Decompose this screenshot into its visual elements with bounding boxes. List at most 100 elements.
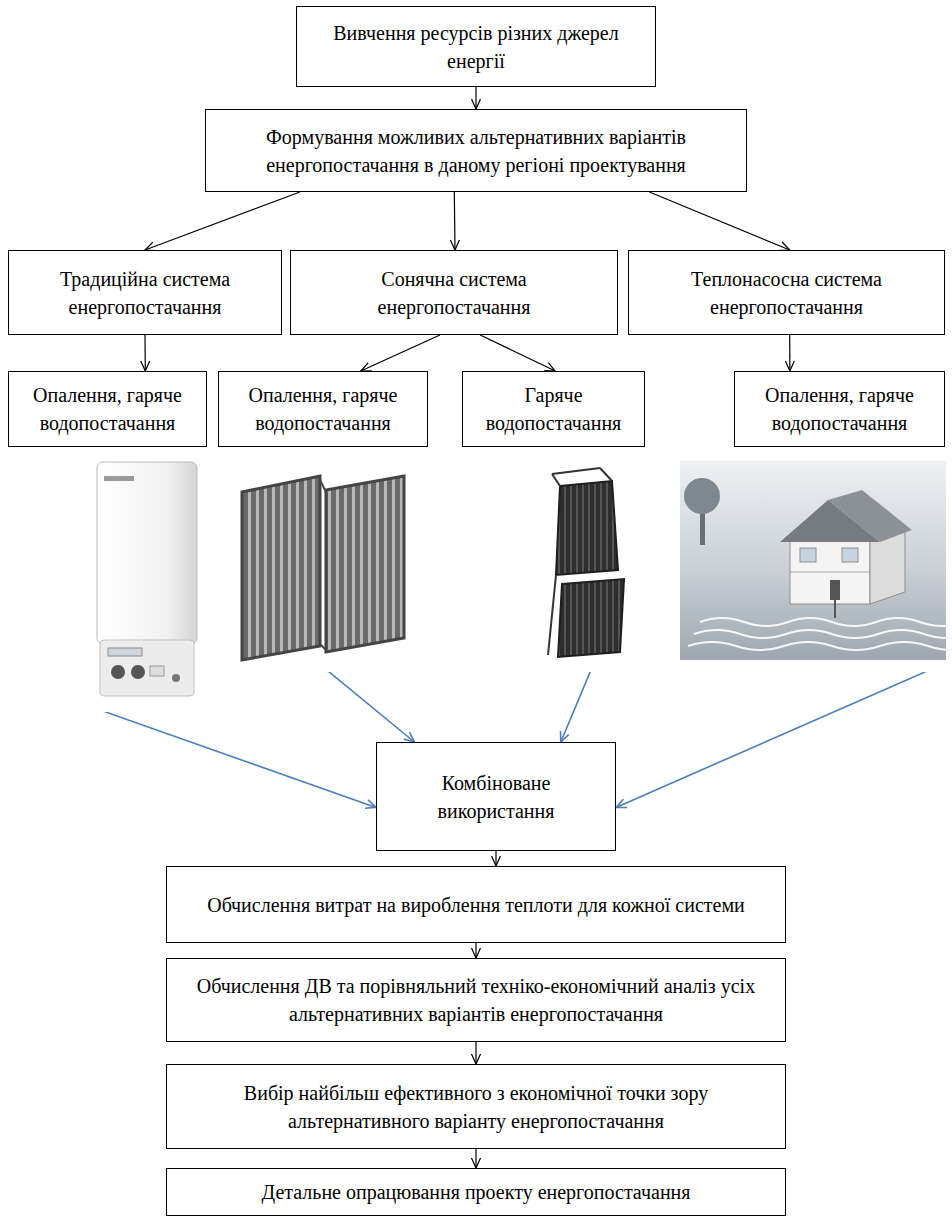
arrow-head bbox=[616, 799, 627, 807]
box-text-holder: Обчислення ДВ та порівняльний техніко-ек… bbox=[179, 972, 773, 1028]
box-text: Опалення, гаряче водопостачання bbox=[21, 381, 194, 437]
arrow-head bbox=[561, 731, 569, 742]
illustration-part bbox=[320, 644, 326, 650]
connector-arrow bbox=[141, 335, 150, 371]
process-box: Опалення, гаряче водопостачання bbox=[218, 371, 428, 447]
box-text-holder: Опалення, гаряче водопостачання bbox=[231, 381, 415, 437]
connector-line bbox=[454, 192, 456, 250]
arrow-head bbox=[365, 800, 376, 809]
box-text: Опалення, гаряче водопостачання bbox=[747, 381, 932, 437]
heat-pump-picture bbox=[680, 461, 952, 660]
process-box: Обчислення ДВ та порівняльний техніко-ек… bbox=[166, 958, 786, 1042]
illustration-part bbox=[100, 640, 194, 696]
box-text: Теплонасосна система енергопостачання bbox=[641, 265, 932, 321]
arrow-head bbox=[141, 361, 150, 371]
connector-arrow bbox=[649, 192, 789, 250]
illustration-part bbox=[600, 468, 612, 481]
arrow-head bbox=[544, 363, 555, 371]
illustration-part bbox=[538, 444, 633, 672]
illustration-part bbox=[172, 674, 180, 682]
solar-collector-picture bbox=[242, 476, 404, 660]
box-text-holder: Опалення, гаряче водопостачання bbox=[747, 381, 932, 437]
process-box: Комбіноване використання bbox=[376, 742, 616, 851]
connector-line bbox=[475, 87, 476, 109]
illustration-part bbox=[548, 575, 556, 655]
box-text-holder: Традиційна система енергопостачання bbox=[21, 265, 269, 321]
boiler-picture bbox=[97, 462, 197, 696]
illustration-part bbox=[131, 665, 145, 679]
arrow-head bbox=[492, 856, 501, 866]
illustration-part bbox=[694, 630, 952, 638]
box-text: Детальне опрацювання проекту енергопоста… bbox=[179, 1178, 773, 1206]
process-box: Обчислення витрат на вироблення теплоти … bbox=[166, 866, 786, 943]
connector-arrow bbox=[492, 851, 501, 866]
process-box: Вивчення ресурсів різних джерел енергії bbox=[296, 6, 656, 87]
arrow-head bbox=[472, 1054, 481, 1064]
illustration-part bbox=[558, 579, 624, 657]
box-text: Традиційна система енергопостачання bbox=[21, 265, 269, 321]
box-text-holder: Гаряче водопостачання bbox=[475, 381, 632, 437]
box-text-holder: Теплонасосна система енергопостачання bbox=[641, 265, 932, 321]
illustration-part bbox=[111, 665, 125, 679]
process-box: Сонячна система енергопостачання bbox=[290, 250, 618, 335]
box-text-holder: Вивчення ресурсів різних джерел енергії bbox=[309, 19, 643, 75]
process-box: Гаряче водопостачання bbox=[462, 371, 645, 447]
connector-line bbox=[475, 1149, 476, 1168]
box-text-holder: Обчислення витрат на вироблення теплоти … bbox=[179, 891, 773, 919]
connector-line bbox=[144, 335, 146, 371]
box-text: Сонячна система енергопостачання bbox=[303, 265, 605, 321]
connector-line bbox=[480, 335, 555, 371]
connector-arrow bbox=[472, 87, 481, 109]
illustration-part bbox=[108, 648, 142, 656]
box-text: Комбіноване використання bbox=[389, 769, 603, 825]
illustration-part bbox=[688, 642, 952, 650]
process-box: Детальне опрацювання проекту енергопоста… bbox=[166, 1168, 786, 1216]
illustration-part bbox=[104, 476, 134, 481]
connector-arrow bbox=[472, 943, 481, 958]
illustration-part bbox=[800, 548, 816, 562]
box-text: Вивчення ресурсів різних джерел енергії bbox=[309, 19, 643, 75]
connector-line bbox=[789, 335, 790, 371]
illustration-part bbox=[676, 444, 948, 672]
box-text-holder: Опалення, гаряче водопостачання bbox=[21, 381, 194, 437]
process-box: Вибір найбільш ефективного з економічної… bbox=[166, 1064, 786, 1149]
arrow-head bbox=[785, 361, 794, 371]
connector-line bbox=[361, 335, 440, 371]
illustration-part bbox=[842, 548, 858, 562]
arrow-head bbox=[472, 1158, 481, 1168]
illustration-part bbox=[790, 572, 870, 573]
box-text: Гаряче водопостачання bbox=[475, 381, 632, 437]
illustration-part bbox=[552, 468, 600, 474]
illustration-part bbox=[830, 580, 840, 600]
solar-heater-picture bbox=[548, 468, 624, 657]
illustration-part bbox=[228, 444, 413, 672]
process-box: Опалення, гаряче водопостачання bbox=[8, 371, 207, 447]
illustration-part bbox=[85, 444, 210, 712]
box-text: Обчислення витрат на вироблення теплоти … bbox=[179, 891, 773, 919]
illustration-part bbox=[834, 600, 836, 618]
connector-line bbox=[145, 192, 300, 250]
illustration-part bbox=[684, 478, 720, 514]
illustration-part bbox=[320, 480, 326, 492]
arrow-head bbox=[472, 99, 481, 109]
illustration-part bbox=[700, 618, 952, 626]
illustration-part bbox=[556, 481, 618, 575]
arrow-head bbox=[450, 240, 459, 250]
box-text-holder: Сонячна система енергопостачання bbox=[303, 265, 605, 321]
arrow-head bbox=[472, 948, 481, 958]
illustration-part bbox=[828, 490, 912, 542]
connector-arrow bbox=[785, 335, 794, 371]
connector-arrow bbox=[145, 192, 300, 251]
connector-arrow bbox=[361, 335, 440, 371]
connector-arrow bbox=[472, 1042, 481, 1064]
arrow-head bbox=[361, 363, 372, 371]
connector-arrow bbox=[472, 1149, 481, 1168]
box-text: Вибір найбільш ефективного з економічної… bbox=[179, 1079, 773, 1135]
box-text-holder: Вибір найбільш ефективного з економічної… bbox=[179, 1079, 773, 1135]
illustration-part bbox=[97, 462, 197, 644]
box-text-holder: Комбіноване використання bbox=[389, 769, 603, 825]
connector-line bbox=[475, 1042, 476, 1064]
illustration-part bbox=[552, 474, 560, 486]
process-box: Опалення, гаряче водопостачання bbox=[734, 371, 945, 447]
